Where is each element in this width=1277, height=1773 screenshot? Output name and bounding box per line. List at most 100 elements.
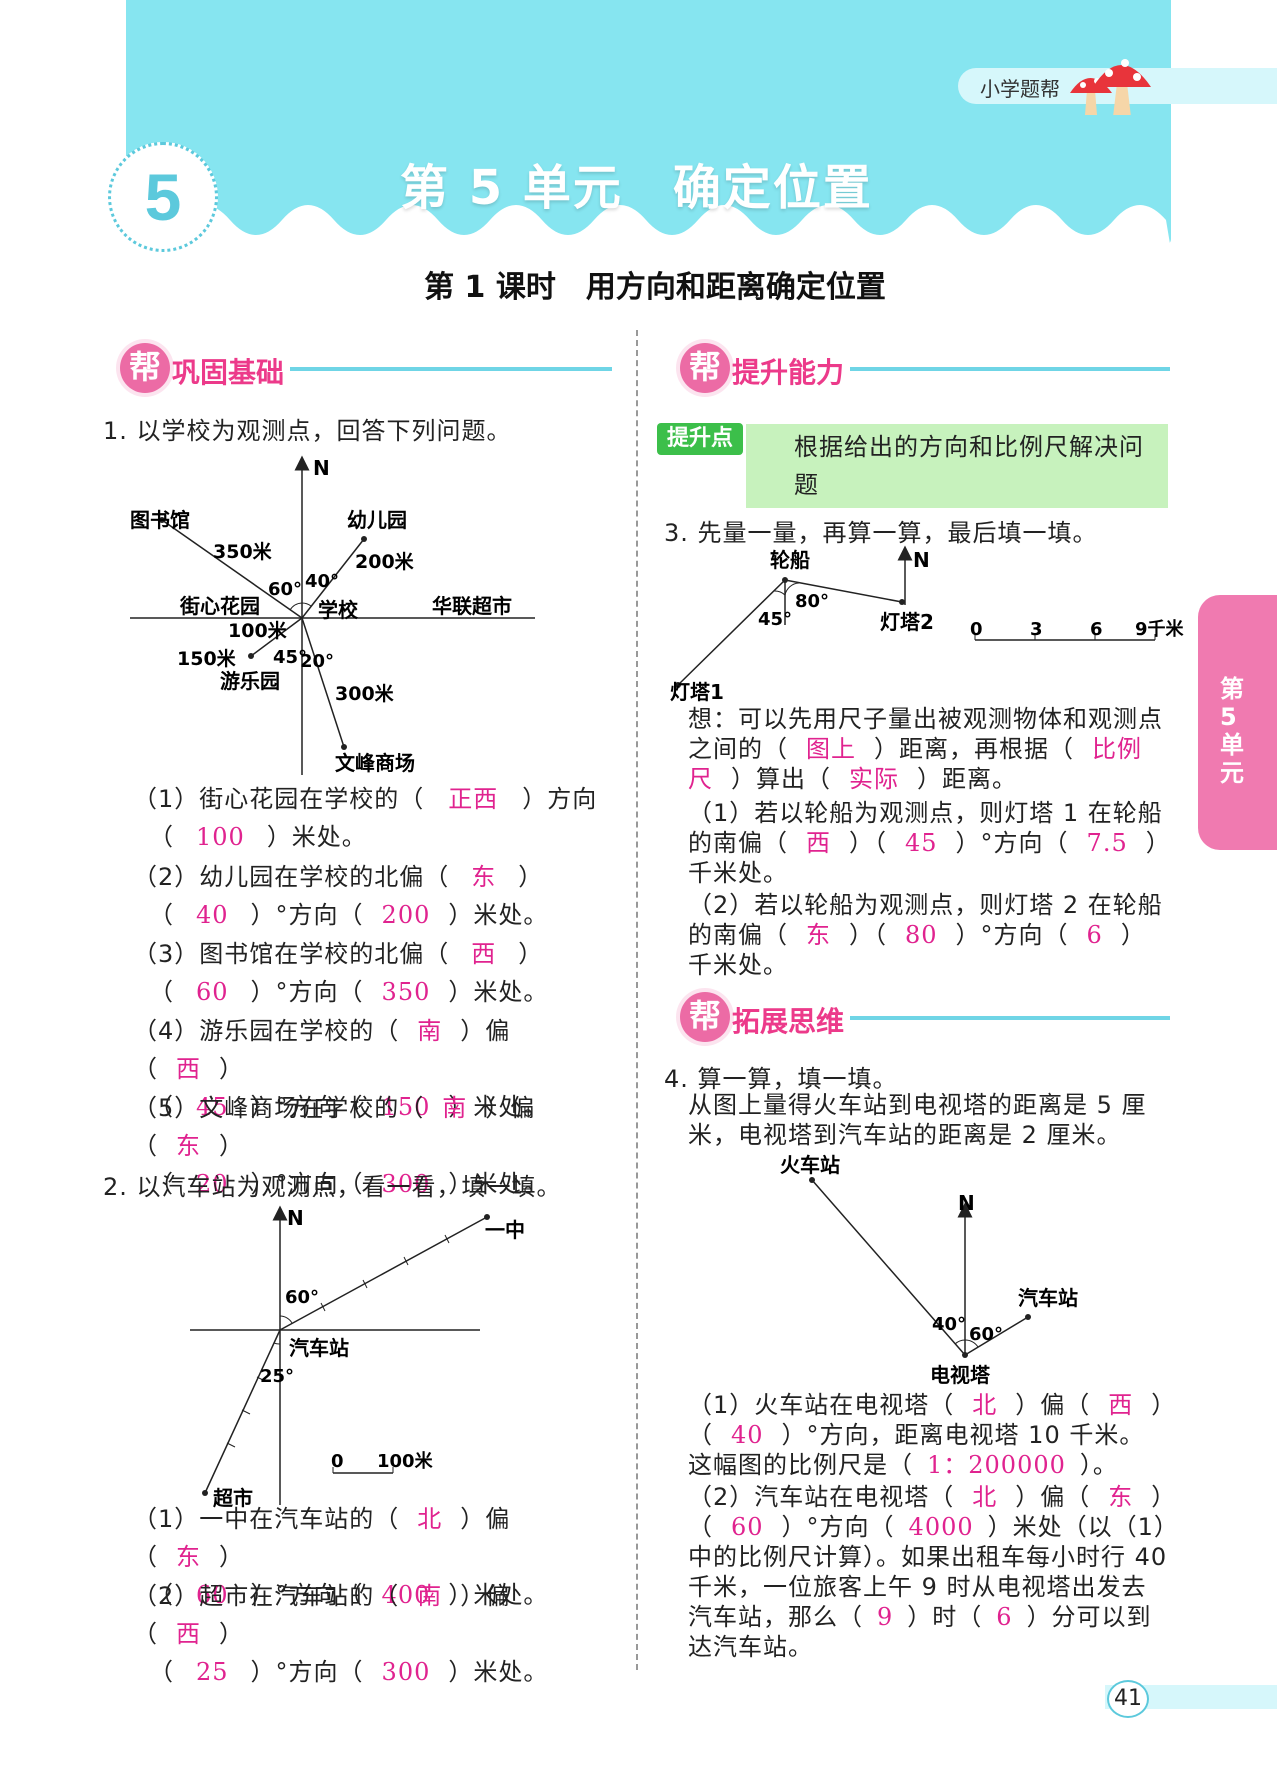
side-tab-text: 第5单元	[1220, 675, 1244, 787]
answer: 150	[381, 1093, 431, 1121]
answer: 20	[196, 1170, 229, 1198]
q1-north-label: N	[313, 456, 330, 480]
label-ship: 轮船	[770, 548, 810, 572]
scale-6: 6	[1090, 619, 1103, 640]
label-40deg: 40°	[305, 571, 339, 592]
q1-part2: （2）幼儿园在学校的北偏（东） （40）°方向（200）米处。	[133, 863, 549, 929]
unit-title: 第 5 单元 确定位置	[400, 160, 873, 216]
answer: 60	[731, 1513, 764, 1541]
answer: 300	[381, 1170, 431, 1198]
answer: 60	[196, 978, 229, 1006]
label-20deg: 20°	[300, 651, 334, 672]
unit-number: 5	[144, 160, 182, 234]
answer: 45	[905, 829, 938, 857]
section-line	[290, 367, 612, 371]
q2-diagram: N 一中 60° 汽车站 25° 0 100米 超市	[190, 1205, 525, 1510]
label-100: 100米	[228, 619, 288, 642]
q3-north-label: N	[913, 548, 930, 572]
brand-text: 小学题帮	[980, 77, 1060, 101]
label-200: 200米	[355, 550, 415, 573]
label-150: 150米	[177, 647, 237, 670]
answer: 西	[806, 829, 831, 857]
answer: 100	[196, 823, 245, 851]
answer: 4000	[908, 1513, 974, 1541]
answer: 南	[417, 1017, 443, 1045]
section-title-basic: 巩固基础	[172, 356, 285, 389]
q1-part5: （5）文峰商场在学校的（南）偏（东） （20）°方向（300）米处。	[133, 1094, 549, 1198]
column-divider	[636, 330, 638, 1670]
label-garden: 街心花园	[179, 594, 260, 618]
answer: 东	[176, 1132, 201, 1160]
section-badge-improve: 帮	[680, 343, 730, 393]
label-350: 350米	[213, 540, 273, 563]
answer: 北	[972, 1391, 998, 1419]
section-title-improve: 提升能力	[732, 356, 845, 389]
answer: 300	[381, 1658, 431, 1686]
answer: 45	[196, 1093, 229, 1121]
label-tower1: 灯塔1	[670, 680, 724, 704]
answer: 40	[196, 901, 229, 929]
answer: 西	[176, 1620, 201, 1648]
label-market: 超市	[212, 1486, 253, 1510]
answer: 实际	[849, 765, 899, 793]
label-mall: 文峰商场	[335, 751, 415, 775]
label-300: 300米	[335, 682, 395, 705]
answer: 25	[196, 1658, 229, 1686]
answer: 图上	[806, 735, 856, 763]
label-60deg-q4: 60°	[969, 1324, 1003, 1345]
answer: 40	[731, 1421, 764, 1449]
answer: 东	[1108, 1483, 1134, 1511]
label-supermarket: 华联超市	[432, 594, 512, 618]
tip-text: 根据给出的方向和比例尺解决问题	[746, 424, 1168, 508]
q4-north-label: N	[958, 1191, 975, 1215]
label-60deg: 60°	[268, 579, 302, 600]
answer: 北	[417, 1505, 443, 1533]
label-25deg: 25°	[260, 1366, 294, 1387]
label-bus-station: 汽车站	[289, 1336, 349, 1360]
label-kindergarten: 幼儿园	[347, 508, 407, 532]
answer: 西	[1108, 1391, 1134, 1419]
q4-part1: （1）火车站在电视塔（北）偏（西）（40）°方向，距离电视塔 10 千米。这幅图…	[688, 1391, 1165, 1479]
answer: 350	[381, 978, 431, 1006]
label-yizhong: 一中	[485, 1218, 525, 1242]
answer: 60	[196, 1581, 229, 1609]
label-library: 图书馆	[130, 508, 190, 532]
answer: 400	[381, 1581, 431, 1609]
answer: 西	[176, 1055, 201, 1083]
q3-stem: 3. 先量一量，再算一算，最后填一填。	[664, 519, 1098, 547]
label-80deg: 80°	[795, 591, 829, 612]
label-bus-station-q4: 汽车站	[1018, 1286, 1078, 1310]
q1-diagram: N 图书馆 幼儿园 350米 200米 60° 40° 街心花园 学校 华联超市…	[130, 455, 535, 775]
label-tower2: 灯塔2	[880, 610, 934, 634]
q3-think: 想：可以先用尺子量出被观测物体和观测点之间的（图上）距离，再根据（比例尺）算出（…	[688, 705, 1163, 793]
wave-decoration	[126, 205, 1171, 250]
q2-stem: 2. 以汽车站为观测点，看一看，填一填。	[103, 1173, 562, 1201]
label-60deg-q2: 60°	[285, 1287, 319, 1308]
q4-desc: 从图上量得火车站到电视塔的距离是 5 厘米，电视塔到汽车站的距离是 2 厘米。	[688, 1091, 1147, 1149]
answer: 南	[442, 1094, 468, 1122]
answer: 正西	[448, 785, 499, 813]
answer: 南	[417, 1582, 443, 1610]
scale-0: 0	[970, 619, 983, 640]
answer: 9	[877, 1603, 894, 1631]
q2-part2: （2）超市在汽车站的（南）偏（西） （25）°方向（300）米处。	[133, 1582, 549, 1686]
side-tab: 第5单元	[1198, 595, 1277, 850]
answer: 7.5	[1086, 829, 1128, 857]
tip-label: 提升点	[657, 423, 744, 455]
label-school: 学校	[318, 598, 359, 622]
page-number: 41	[1107, 1680, 1149, 1718]
header-banner	[126, 0, 1171, 250]
q1-part4: （4）游乐园在学校的（南）偏（西） （45）°方向（150）米处。	[133, 1017, 549, 1121]
section-line	[850, 367, 1170, 371]
answer: 200	[381, 901, 431, 929]
answer: 6	[996, 1603, 1013, 1631]
unit-number-badge: 5	[108, 142, 218, 252]
answer: 80	[905, 921, 938, 949]
q4-part2: （2）汽车站在电视塔（北）偏（东）（60）°方向（4000）米处（以（1）中的比…	[688, 1483, 1168, 1661]
section-title-extend: 拓展思维	[732, 1005, 845, 1038]
label-45deg-q3: 45°	[758, 609, 792, 630]
label-45deg: 45°	[273, 647, 307, 668]
section-line	[850, 1016, 1170, 1020]
q4-stem: 4. 算一算，填一填。	[664, 1065, 898, 1093]
answer: 6	[1086, 921, 1103, 949]
